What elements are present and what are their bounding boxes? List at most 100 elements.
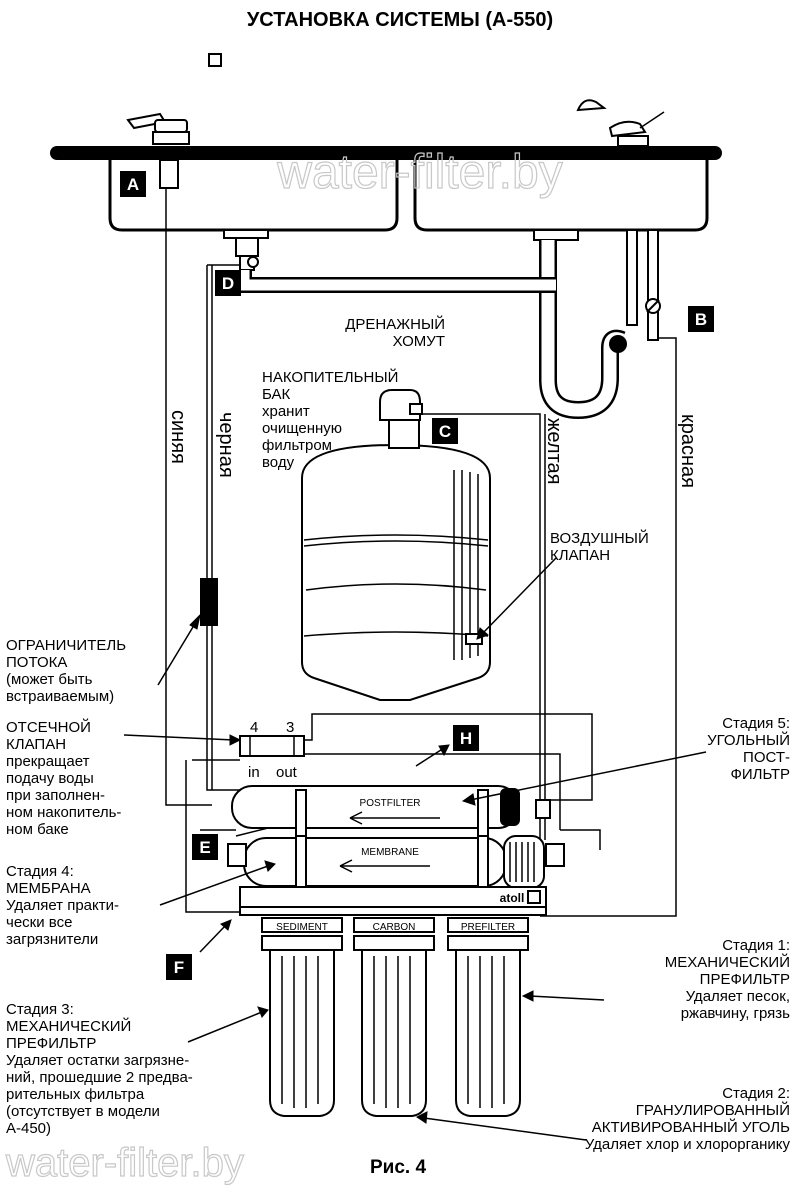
svg-text:хранит: хранит [262, 403, 310, 420]
svg-text:ХОМУТ: ХОМУТ [393, 333, 445, 350]
prefilter-housing: PREFILTER [447, 917, 529, 1117]
valve-port-labels: 4 3 in out [248, 719, 298, 781]
yellow-tube [418, 413, 541, 840]
figure-caption: Рис. 4 [370, 1157, 426, 1178]
svg-text:Стадия 5:: Стадия 5: [722, 715, 790, 732]
svg-text:H: H [460, 729, 472, 748]
svg-text:ржавчину, грязь: ржавчину, грязь [681, 1005, 790, 1022]
svg-text:Стадия 2:: Стадия 2: [722, 1085, 790, 1102]
svg-text:очищенную: очищенную [262, 420, 342, 437]
svg-text:ном баке: ном баке [6, 821, 69, 838]
badge-d: D [215, 270, 241, 296]
red-tube [540, 337, 677, 917]
prefilter-label: PREFILTER [461, 922, 515, 933]
tube-label-red: красная [677, 414, 699, 488]
stage2-label: Стадия 2: ГРАНУЛИРОВАННЫЙ АКТИВИРОВАННЫЙ… [585, 1085, 791, 1153]
svg-text:3: 3 [286, 719, 294, 736]
svg-text:B: B [695, 310, 707, 329]
tube-label-black: черная [215, 412, 237, 478]
leader-arrows [123, 557, 707, 1141]
tube-label-blue: синяя [167, 410, 189, 464]
svg-text:ФИЛЬТР: ФИЛЬТР [730, 766, 790, 783]
svg-text:Удаляет практи-: Удаляет практи- [6, 897, 119, 914]
stage1-label: Стадия 1: МЕХАНИЧЕСКИЙ ПРЕФИЛЬТР Удаляет… [665, 937, 790, 1022]
svg-text:out: out [276, 764, 298, 781]
svg-text:E: E [199, 838, 210, 857]
blue-tube [165, 188, 212, 806]
svg-text:(может быть: (может быть [6, 671, 93, 688]
drain-clamp-label: ДРЕНАЖНЫЙ ХОМУТ [345, 315, 445, 350]
svg-text:ПОСТ-: ПОСТ- [743, 749, 790, 766]
svg-text:УГОЛЬНЫЙ: УГОЛЬНЫЙ [707, 731, 790, 749]
svg-text:БАК: БАК [262, 386, 291, 403]
svg-text:ОТСЕЧНОЙ: ОТСЕЧНОЙ [6, 718, 91, 736]
badge-b: B [688, 306, 714, 332]
svg-text:НАКОПИТЕЛЬНЫЙ: НАКОПИТЕЛЬНЫЙ [262, 368, 398, 386]
sink: water-filter.by [50, 145, 722, 232]
ro-faucet [126, 48, 222, 189]
badge-h: H [453, 725, 479, 751]
watermark-top: water-filter.by [276, 146, 562, 199]
badge-a: A [120, 171, 146, 197]
membrane-label: MEMBRANE [361, 847, 419, 858]
svg-text:МЕМБРАНА: МЕМБРАНА [6, 880, 91, 897]
svg-text:АКТИВИРОВАННЫЙ УГОЛЬ: АКТИВИРОВАННЫЙ УГОЛЬ [592, 1118, 790, 1136]
svg-text:ПРЕФИЛЬТР: ПРЕФИЛЬТР [700, 971, 790, 988]
svg-text:при заполнен-: при заполнен- [6, 787, 105, 804]
svg-text:Стадия 4:: Стадия 4: [6, 863, 74, 880]
svg-text:Удаляет хлор и хлорорганику: Удаляет хлор и хлорорганику [585, 1136, 791, 1153]
badge-e: E [192, 834, 218, 860]
svg-text:Удаляет песок,: Удаляет песок, [686, 988, 790, 1005]
svg-text:ний, прошедшие 2 предва-: ний, прошедшие 2 предва- [6, 1069, 193, 1086]
svg-text:КЛАПАН: КЛАПАН [6, 736, 66, 753]
shutoff-valve [239, 735, 305, 757]
svg-text:ном накопитель-: ном накопитель- [6, 804, 121, 821]
air-valve [465, 633, 483, 645]
diagram-title: УСТАНОВКА СИСТЕМЫ (A-550) [247, 9, 553, 31]
postfilter-label: POSTFILTER [360, 798, 421, 809]
filter-housings: SEDIMENT CARBON PREFILTER [261, 917, 529, 1117]
svg-text:A: A [127, 175, 139, 194]
svg-text:D: D [222, 274, 234, 293]
svg-text:F: F [174, 958, 184, 977]
storage-tank [301, 389, 491, 701]
svg-text:A-450): A-450) [6, 1120, 51, 1137]
stage5-label: Стадия 5: УГОЛЬНЫЙ ПОСТ- ФИЛЬТР [707, 715, 790, 783]
svg-text:рительных фильтра: рительных фильтра [6, 1086, 145, 1103]
svg-text:ПРЕФИЛЬТР: ПРЕФИЛЬТР [6, 1035, 96, 1052]
svg-text:фильтром: фильтром [262, 437, 332, 454]
svg-text:C: C [439, 422, 451, 441]
sediment-housing: SEDIMENT [261, 917, 343, 1117]
flow-limiter [200, 578, 218, 626]
svg-text:подачу воды: подачу воды [6, 770, 94, 787]
main-faucet [576, 99, 665, 147]
svg-text:(отсутствует в модели: (отсутствует в модели [6, 1103, 160, 1120]
svg-text:Стадия 3:: Стадия 3: [6, 1001, 74, 1018]
sediment-label: SEDIMENT [276, 922, 328, 933]
svg-text:ВОЗДУШНЫЙ: ВОЗДУШНЫЙ [550, 529, 649, 547]
flow-limiter-label: ОГРАНИЧИТЕЛЬ ПОТОКА (может быть встраива… [6, 637, 126, 705]
svg-text:КЛАПАН: КЛАПАН [550, 547, 610, 564]
badge-c: C [432, 418, 458, 444]
tube-label-yellow: желтая [543, 418, 565, 484]
svg-text:ОГРАНИЧИТЕЛЬ: ОГРАНИЧИТЕЛЬ [6, 637, 126, 654]
supply-pipes [626, 229, 661, 341]
svg-text:воду: воду [262, 454, 295, 471]
ro-unit: POSTFILTER MEMBRANE atoll [227, 735, 565, 916]
svg-text:загрязнители: загрязнители [6, 931, 98, 948]
drain-pipe [223, 229, 627, 420]
countertop [50, 146, 722, 160]
svg-text:in: in [248, 764, 260, 781]
svg-text:чески все: чески все [6, 914, 72, 931]
svg-text:ПОТОКА: ПОТОКА [6, 654, 67, 671]
svg-text:4: 4 [250, 719, 258, 736]
svg-text:МЕХАНИЧЕСКИЙ: МЕХАНИЧЕСКИЙ [6, 1017, 131, 1035]
svg-text:ДРЕНАЖНЫЙ: ДРЕНАЖНЫЙ [345, 315, 445, 333]
watermark-bottom: water-filter.by [5, 1141, 244, 1185]
svg-text:ГРАНУЛИРОВАННЫЙ: ГРАНУЛИРОВАННЫЙ [636, 1101, 790, 1119]
membrane-housing [243, 837, 507, 887]
svg-text:Удаляет остатки загрязне-: Удаляет остатки загрязне- [6, 1052, 189, 1069]
stage4-label: Стадия 4: МЕМБРАНА Удаляет практи- чески… [6, 863, 119, 948]
tube-lines [165, 188, 677, 917]
